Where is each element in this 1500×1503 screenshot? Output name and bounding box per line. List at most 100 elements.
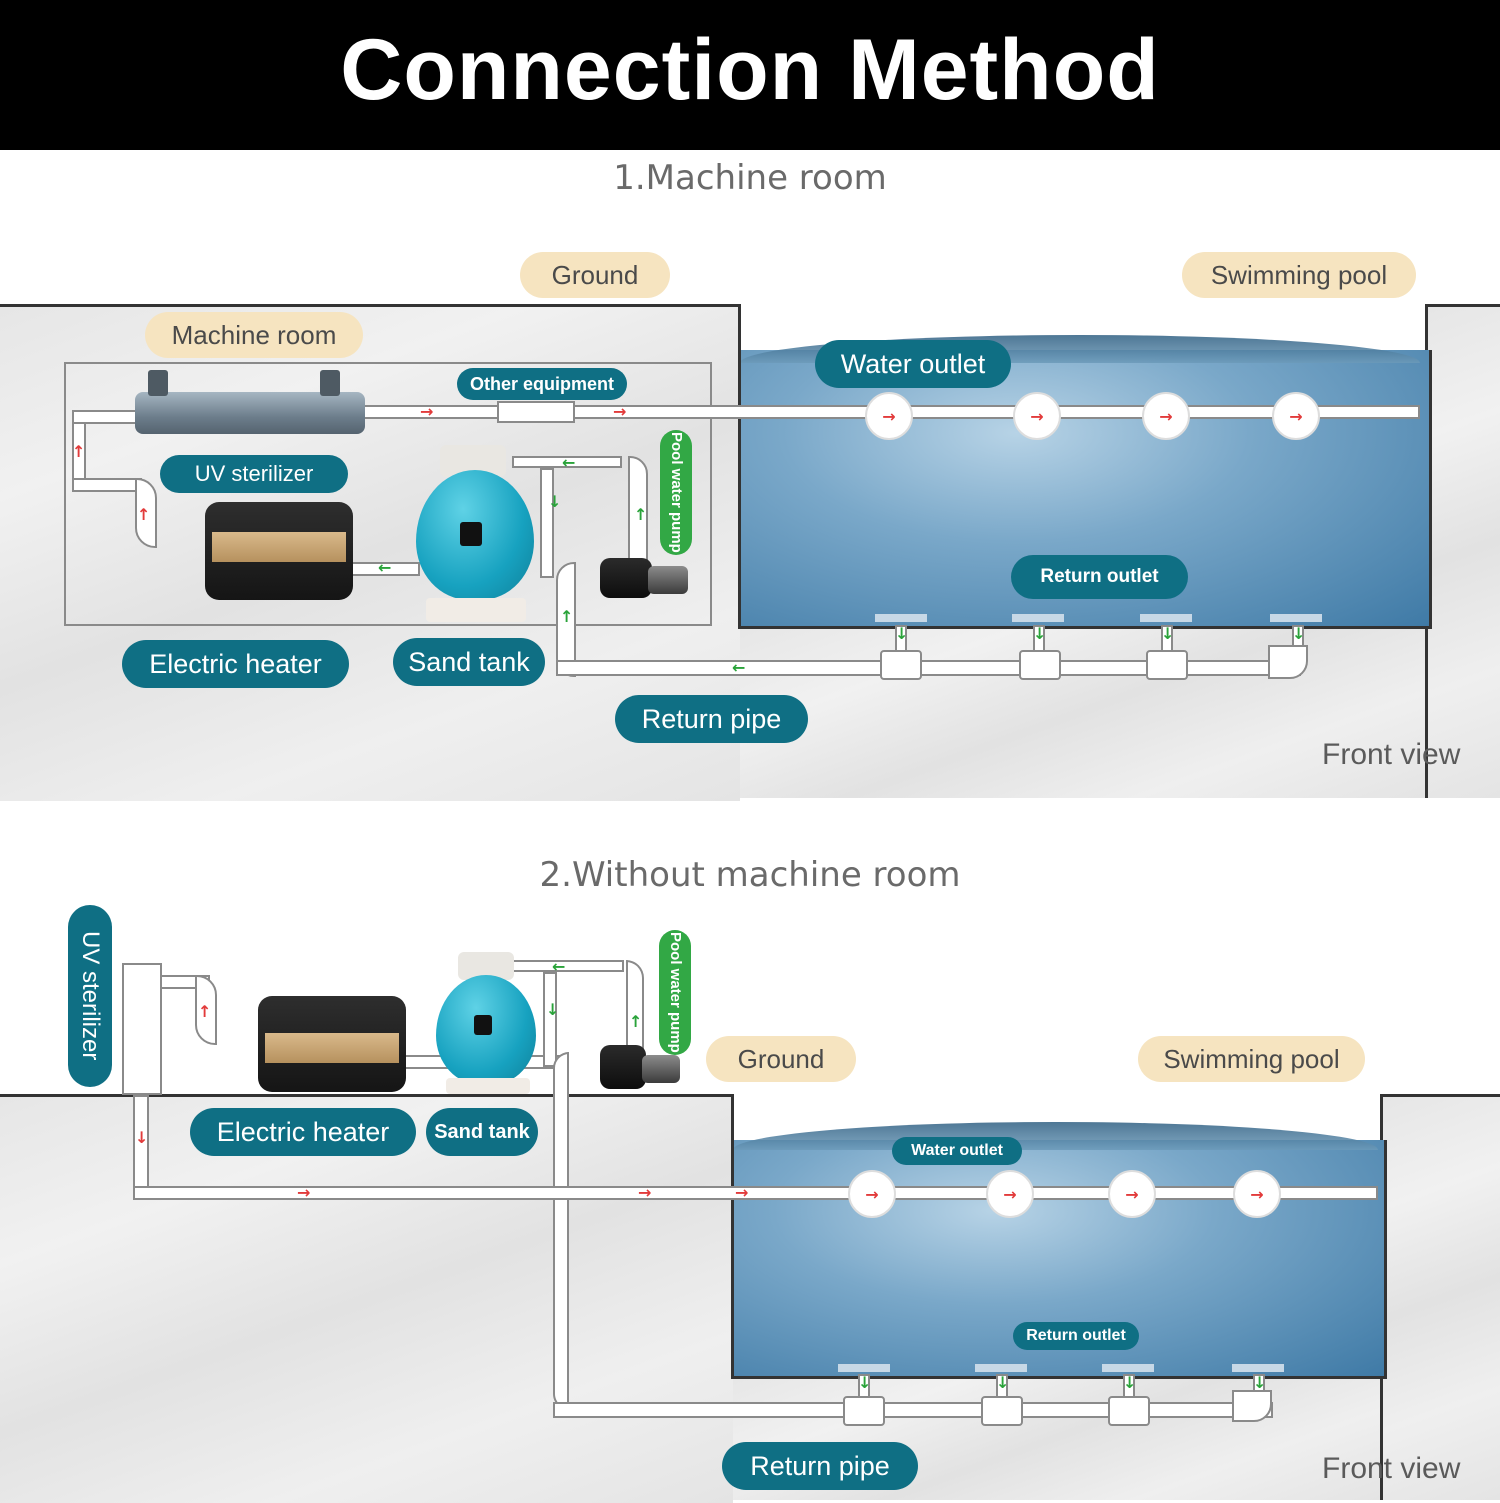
s2-tee-fitting [1108,1396,1150,1426]
s2-pump-tank-pipe [512,960,624,972]
s2-drain-grate-icon: → [1233,1170,1281,1218]
s2-tee-fitting [981,1396,1023,1426]
s1-return-pipe [556,660,1301,676]
flow-arrow-icon: ← [552,957,566,976]
s1-drain-grate-icon: → [1142,392,1190,440]
s1-pool-pump-icon [600,558,652,598]
flow-arrow-icon: ↑ [629,1012,643,1031]
s1-drain-grate-icon: → [1013,392,1061,440]
s1-water-outlet-label: Water outlet [815,340,1011,388]
s1-sand-tank-label: Sand tank [393,638,545,686]
title-bar [0,0,1500,150]
s1-uv-bend-pipe [72,478,142,492]
flow-arrow-icon: → [882,406,896,426]
s2-drain-grate-icon: → [848,1170,896,1218]
flow-arrow-icon: ↑ [198,1002,212,1021]
s1-return-grate [1270,614,1322,622]
s1-ground-right [1425,304,1500,798]
flow-arrow-icon: → [1289,406,1303,426]
flow-arrow-icon: ← [378,558,392,577]
s1-drain-grate-icon: → [865,392,913,440]
s1-other-equipment-label: Other equipment [457,368,627,400]
s1-pump-tank-pipe [512,456,622,468]
s2-return-outlet-label: Return outlet [1013,1322,1139,1350]
s1-uv-sterilizer-icon [135,392,365,434]
s2-ground-label: Ground [706,1036,856,1082]
s1-pump-motor-icon [648,566,688,594]
s2-return-grate [975,1364,1027,1372]
flow-arrow-icon: ↓ [1161,624,1175,643]
flow-arrow-icon: → [297,1183,311,1202]
s1-tank-backwash-pipe [540,468,554,578]
s2-return-pipe [553,1402,1273,1418]
section1-heading: 1.Machine room [613,158,887,198]
s2-return-up-pipe [553,1052,569,1410]
s2-outlet-pipe [133,1186,1378,1200]
s2-pressure-gauge-icon [474,1015,492,1035]
flow-arrow-icon: → [1250,1184,1264,1204]
s1-swimming-pool-label: Swimming pool [1182,252,1416,298]
s1-uv-inlet-pipe-top [72,410,142,424]
s2-pump-motor-icon [642,1055,680,1083]
flow-arrow-icon: ↓ [895,624,909,643]
s1-tank-base [426,598,526,622]
page-title: Connection Method [340,22,1160,118]
flow-arrow-icon: ↑ [137,505,151,524]
s2-pool-pump-icon [600,1045,646,1089]
s2-water-outlet-label: Water outlet [892,1137,1022,1165]
s2-electric-heater-label: Electric heater [190,1108,416,1156]
s1-machine-room-box [64,362,712,626]
flow-arrow-icon: → [1003,1184,1017,1204]
s2-return-grate [838,1364,890,1372]
s2-tee-fitting [843,1396,885,1426]
flow-arrow-icon: ↓ [1033,624,1047,643]
s2-heater-label-band [265,1033,399,1063]
flow-arrow-icon: ↓ [548,492,562,511]
flow-arrow-icon: → [420,402,434,421]
flow-arrow-icon: ↓ [996,1373,1010,1392]
s2-return-grate [1232,1364,1284,1372]
s1-ground-under-pool [740,625,1425,798]
s1-return-grate [1012,614,1064,622]
s2-sand-tank-label: Sand tank [426,1108,538,1156]
s1-uv-port-icon [148,370,168,396]
flow-arrow-icon: ↓ [546,1000,560,1019]
s2-ground-left [0,1094,733,1503]
s1-return-pipe-label: Return pipe [615,695,808,743]
s2-return-pipe-label: Return pipe [722,1442,918,1490]
s1-drain-grate-icon: → [1272,392,1320,440]
s2-uv-sterilizer-label: UV sterilizer [68,905,112,1087]
flow-arrow-icon: → [638,1183,652,1202]
flow-arrow-icon: ↓ [1253,1373,1267,1392]
s1-return-grate [1140,614,1192,622]
s1-machine-room-label: Machine room [145,312,363,358]
flow-arrow-icon: → [1159,406,1173,426]
s1-pressure-gauge-icon [460,522,482,546]
s2-swimming-pool-label: Swimming pool [1138,1036,1365,1082]
s2-tank-backwash-pipe [543,972,557,1067]
s2-drain-grate-icon: → [986,1170,1034,1218]
s1-uv-port-icon [320,370,340,396]
s2-water-surface [733,1122,1378,1150]
s1-pool-wall-left [738,304,741,626]
flow-arrow-icon: → [865,1184,879,1204]
s2-tank-base [446,1078,530,1094]
flow-arrow-icon: ↓ [858,1373,872,1392]
flow-arrow-icon: ↑ [72,442,86,461]
flow-arrow-icon: → [1125,1184,1139,1204]
flow-arrow-icon: ← [732,658,746,677]
s1-other-equipment-box [497,401,575,423]
flow-arrow-icon: ↓ [1292,624,1306,643]
s1-front-view-label: Front view [1322,738,1461,771]
flow-arrow-icon: ← [562,453,576,472]
s1-return-grate [875,614,927,622]
s1-heater-label-band [212,532,346,562]
s1-tee-fitting [1019,650,1061,680]
s2-front-view-label: Front view [1322,1452,1461,1485]
flow-arrow-icon: ↓ [135,1128,149,1147]
s1-pool-water-pump-label: Pool water pump [660,430,692,555]
s1-elbow-fitting [1268,645,1308,679]
s2-pool-water-pump-label: Pool water pump [659,930,691,1055]
s1-ground-label: Ground [520,252,670,298]
flow-arrow-icon: → [613,402,627,421]
